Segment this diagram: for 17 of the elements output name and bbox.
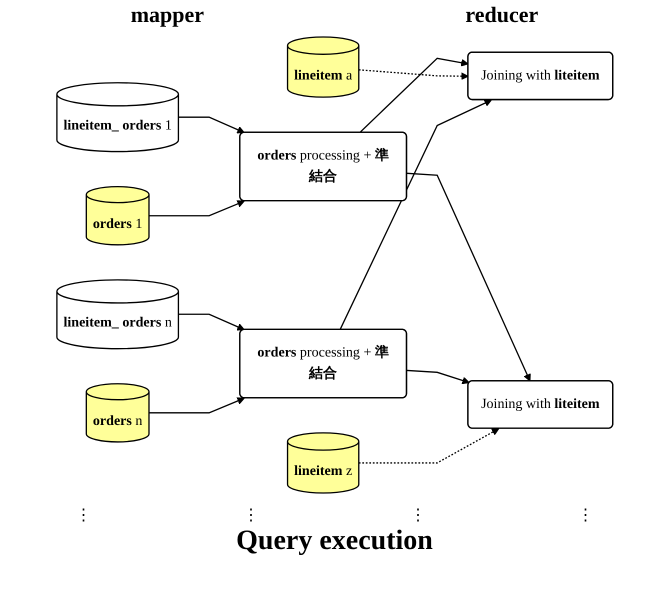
column-heading: reducer (465, 2, 538, 28)
arrow (406, 370, 470, 384)
ellipsis-mark: ⋮ (577, 506, 594, 525)
arrow (148, 200, 244, 216)
arrow (358, 428, 500, 464)
arrow (406, 172, 530, 382)
caption: Query execution (235, 525, 434, 557)
arrow (358, 69, 468, 80)
ellipsis-mark: ⋮ (242, 506, 259, 525)
ellipsis-mark: ⋮ (76, 506, 92, 525)
arrow (339, 99, 492, 330)
arrow (358, 58, 468, 134)
arrow (148, 397, 244, 414)
arrow (178, 116, 244, 134)
arrow (178, 314, 244, 331)
ellipsis-mark: ⋮ (410, 506, 426, 525)
column-heading: mapper (130, 2, 204, 28)
